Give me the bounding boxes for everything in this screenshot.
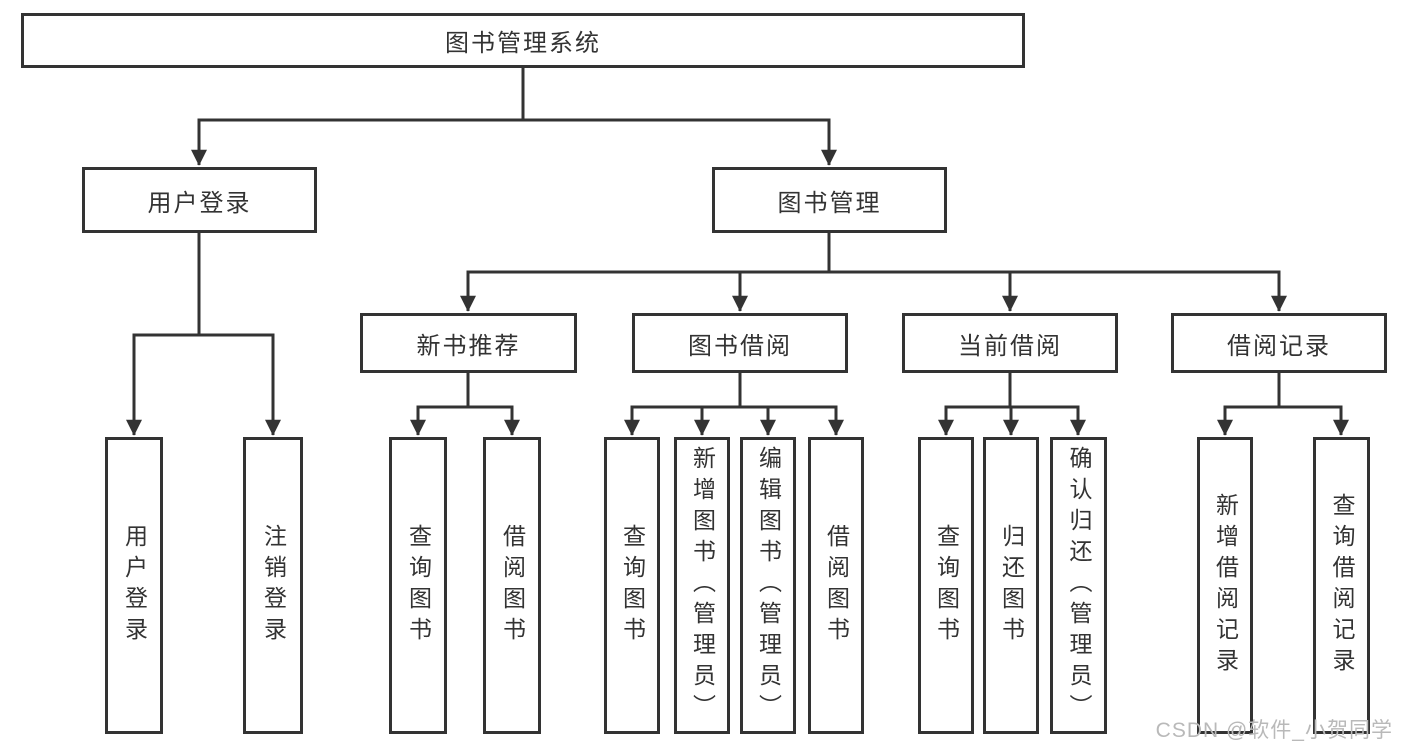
node-label: 新增借阅记录	[1212, 492, 1239, 679]
csdn-watermark: CSDN @软件_小贺同学	[1155, 719, 1393, 742]
node-new-book-recommendation: 新书推荐	[360, 313, 577, 373]
leaf-query-books: 查询图书	[918, 437, 974, 734]
node-label: 用户登录	[121, 523, 148, 648]
node-label: 借阅图书	[823, 523, 850, 648]
leaf-borrow-books: 借阅图书	[483, 437, 541, 734]
node-label: 借阅记录	[1227, 332, 1331, 360]
node-label: 查询借阅记录	[1329, 492, 1355, 679]
node-label: 确认归还（管理员）	[1066, 446, 1092, 725]
node-label: 新书推荐	[416, 332, 521, 360]
leaf-borrow-books: 借阅图书	[808, 437, 864, 734]
node-label: 图书管理系统	[445, 30, 601, 57]
leaf-edit-books-admin: 编辑图书（管理员）	[740, 437, 796, 734]
leaf-query-books: 查询图书	[604, 437, 660, 734]
leaf-add-books-admin: 新增图书（管理员）	[674, 437, 730, 734]
node-book-management: 图书管理	[712, 167, 947, 233]
leaf-add-borrow-record: 新增借阅记录	[1197, 437, 1253, 734]
node-label: 查询图书	[619, 523, 646, 648]
node-label: 图书管理	[777, 189, 882, 217]
node-current-borrowing: 当前借阅	[902, 313, 1118, 373]
node-label: 查询图书	[405, 523, 432, 648]
node-user-login: 用户登录	[82, 167, 317, 233]
node-label: 注销登录	[260, 523, 287, 648]
node-label: 图书借阅	[688, 332, 792, 360]
leaf-user-login: 用户登录	[105, 437, 163, 734]
node-label: 用户登录	[147, 189, 252, 217]
node-label: 编辑图书（管理员）	[755, 446, 782, 725]
node-label: 查询图书	[933, 523, 960, 648]
node-book-borrowing: 图书借阅	[632, 313, 848, 373]
node-label: 当前借阅	[958, 332, 1062, 360]
leaf-confirm-return-admin: 确认归还（管理员）	[1050, 437, 1107, 734]
node-label: 新增图书（管理员）	[689, 446, 716, 725]
node-library-management-system: 图书管理系统	[21, 13, 1025, 68]
leaf-query-books: 查询图书	[389, 437, 447, 734]
leaf-logout: 注销登录	[243, 437, 303, 734]
node-label: 借阅图书	[499, 523, 526, 648]
leaf-return-books: 归还图书	[983, 437, 1039, 734]
node-label: 归还图书	[998, 523, 1025, 648]
leaf-query-borrow-record: 查询借阅记录	[1313, 437, 1370, 734]
node-borrowing-records: 借阅记录	[1171, 313, 1387, 373]
